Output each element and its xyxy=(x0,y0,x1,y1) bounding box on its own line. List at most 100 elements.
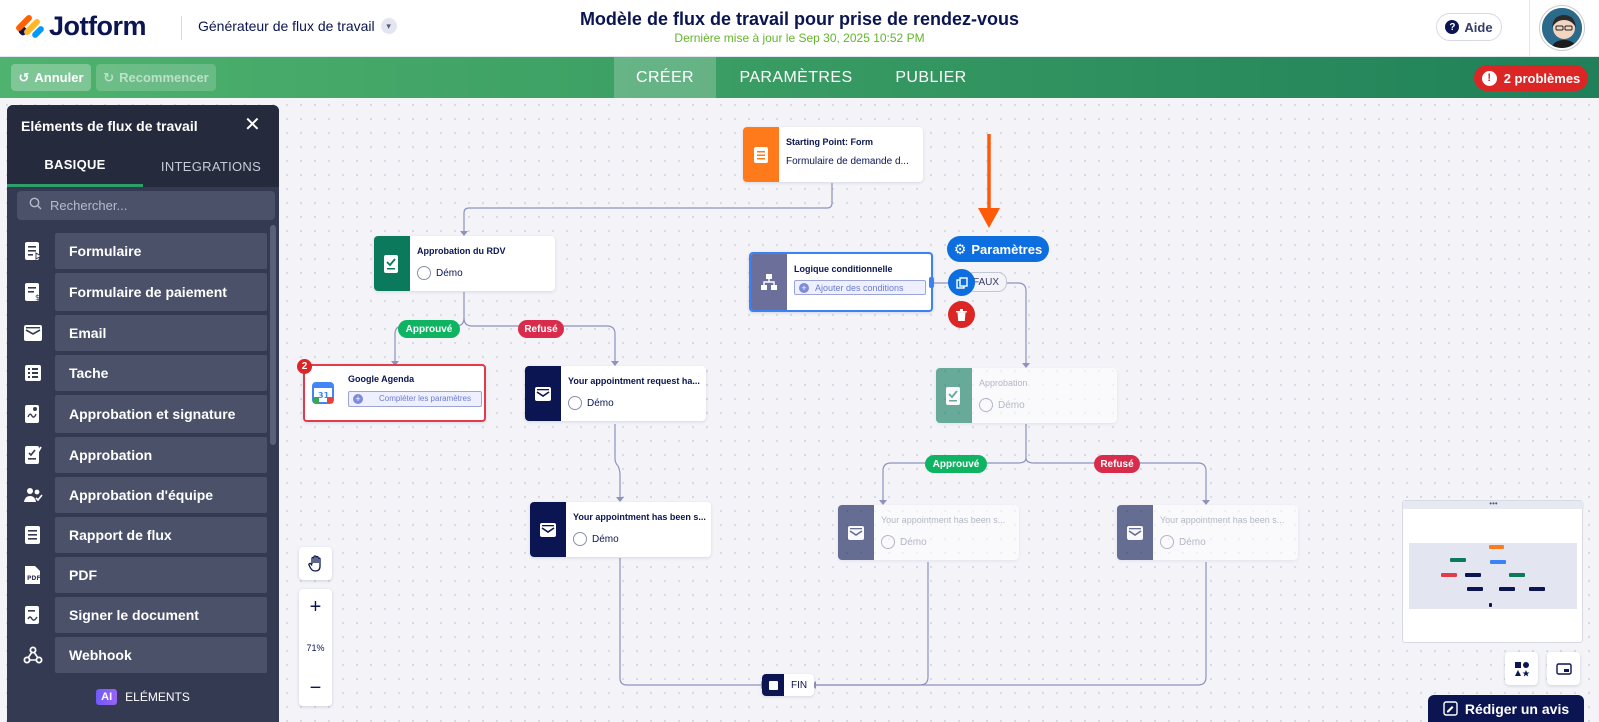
panel-item-task[interactable]: Tache xyxy=(17,355,267,391)
refused-branch-label: Refusé xyxy=(518,320,564,338)
assignee-name: Démo xyxy=(900,536,927,548)
app-switcher[interactable]: Générateur de flux de travail ▾ xyxy=(198,18,397,34)
connection-handle[interactable] xyxy=(929,277,934,288)
panel-item-approval[interactable]: Approbation xyxy=(17,437,267,473)
svg-text:$: $ xyxy=(35,293,40,302)
review-icon xyxy=(1443,701,1458,716)
complete-settings-label: Compléter les paramètres xyxy=(378,394,472,403)
pan-tool-button[interactable] xyxy=(299,547,332,580)
webhook-icon xyxy=(17,637,49,673)
panel-item-payment-form[interactable]: $ Formulaire de paiement xyxy=(17,273,267,311)
node-email-request[interactable]: Your appointment request ha... Démo xyxy=(525,366,706,421)
user-avatar-icon xyxy=(979,398,993,412)
minimap[interactable]: ••• xyxy=(1402,500,1584,643)
minimap-node xyxy=(1490,560,1506,564)
node-title: Approbation du RDV xyxy=(417,246,506,256)
complete-settings-button[interactable]: + Compléter les paramètres xyxy=(348,391,482,407)
orange-arrow-annotation xyxy=(978,134,1000,228)
panel-item-pdf[interactable]: PDF PDF xyxy=(17,557,267,593)
undo-button[interactable]: ↺ Annuler xyxy=(11,64,91,91)
flow-report-icon xyxy=(17,517,49,553)
assignee-name: Démo xyxy=(998,399,1025,411)
plus-icon: + xyxy=(353,394,363,404)
delete-button[interactable] xyxy=(948,301,975,328)
node-rdv-approval[interactable]: Approbation du RDV Démo xyxy=(374,236,555,291)
node-assignee: Démo xyxy=(573,532,706,546)
user-avatar-icon xyxy=(1160,535,1174,549)
node-subtitle: Formulaire de demande d... xyxy=(786,156,909,167)
panel-item-webhook[interactable]: Webhook xyxy=(17,637,267,673)
tab-publish[interactable]: PUBLIER xyxy=(895,68,967,86)
approval-signature-icon xyxy=(17,396,49,432)
zoom-level: 71% xyxy=(306,642,325,653)
tab-integrations[interactable]: INTEGRATIONS xyxy=(160,158,262,174)
zoom-in-button[interactable]: + xyxy=(309,596,322,618)
node-start-form[interactable]: Starting Point: Form Formulaire de deman… xyxy=(743,127,923,182)
settings-button[interactable]: ⚙ Paramètres xyxy=(947,236,1049,262)
help-button[interactable]: ? Aide xyxy=(1436,13,1502,41)
node-conditional-logic[interactable]: Logique conditionnelle +Ajouter des cond… xyxy=(749,252,933,312)
node-assignee: Démo xyxy=(417,266,549,280)
panel-item-form[interactable]: Formulaire xyxy=(17,233,267,269)
approval-icon xyxy=(936,368,972,423)
elements-toggle-button[interactable] xyxy=(1505,652,1538,685)
node-google-calendar[interactable]: 31 Google Agenda +Compléter les paramètr… xyxy=(303,364,486,422)
node-title: Approbation xyxy=(979,378,1028,388)
minimap-viewport[interactable] xyxy=(1409,543,1577,609)
node-title: Your appointment has been s... xyxy=(1160,515,1285,525)
node-title: Starting Point: Form xyxy=(786,137,873,147)
node-assignee: Démo xyxy=(979,398,1111,412)
top-header: Jotform Générateur de flux de travail ▾ … xyxy=(0,0,1599,57)
zoom-out-button[interactable]: − xyxy=(309,677,322,699)
tab-settings[interactable]: PARAMÈTRES xyxy=(739,68,853,86)
email-icon xyxy=(525,366,561,421)
node-email-confirmed[interactable]: Your appointment has been s... Démo xyxy=(530,502,711,557)
jotform-logo[interactable]: Jotform xyxy=(14,11,147,42)
tab-basic[interactable]: BASIQUE xyxy=(7,145,143,187)
minimap-toggle-button[interactable] xyxy=(1547,652,1580,685)
node-approval[interactable]: Approbation Démo xyxy=(936,368,1117,423)
email-icon xyxy=(17,315,49,351)
approved-branch-label: Approuvé xyxy=(398,320,460,338)
ai-elements-button[interactable]: AI ELÉMENTS xyxy=(7,682,279,712)
question-icon: ? xyxy=(1445,20,1460,34)
tab-create[interactable]: CRÉER xyxy=(614,57,716,98)
assignee-name: Démo xyxy=(587,397,614,409)
user-avatar-icon xyxy=(417,266,431,280)
branch-icon xyxy=(751,254,787,310)
node-assignee: Démo xyxy=(568,396,700,410)
duplicate-button[interactable] xyxy=(948,269,975,296)
node-assignee: Démo xyxy=(881,535,1013,549)
write-review-button[interactable]: Rédiger un avis xyxy=(1428,695,1584,722)
google-calendar-icon: 31 xyxy=(305,366,341,420)
panel-item-email[interactable]: Email xyxy=(17,315,267,351)
header-divider xyxy=(181,16,182,40)
panel-item-sign-document[interactable]: Signer le document xyxy=(17,597,267,633)
search-box[interactable] xyxy=(17,191,275,220)
undo-label: Annuler xyxy=(34,70,84,85)
assignee-name: Démo xyxy=(592,533,619,545)
redo-icon: ↻ xyxy=(103,69,115,85)
approval-icon xyxy=(17,437,49,473)
panel-item-flow-report[interactable]: Rapport de flux xyxy=(17,517,267,553)
search-input[interactable] xyxy=(50,198,260,213)
panel-scrollbar[interactable] xyxy=(270,225,276,445)
redo-label: Recommencer xyxy=(119,70,209,85)
node-email-refused[interactable]: Your appointment has been s... Démo xyxy=(1117,505,1298,560)
add-conditions-button[interactable]: +Ajouter des conditions xyxy=(794,280,926,295)
page-title: Modèle de flux de travail pour prise de … xyxy=(579,9,1020,29)
panel-item-approval-signature[interactable]: Approbation et signature xyxy=(17,395,267,433)
app-name-label: Générateur de flux de travail xyxy=(198,18,375,34)
close-icon[interactable]: ✕ xyxy=(244,114,261,136)
task-icon xyxy=(17,355,49,391)
node-email-approved[interactable]: Your appointment has been s... Démo xyxy=(838,505,1019,560)
minimap-node xyxy=(1441,573,1457,577)
minimap-handle[interactable]: ••• xyxy=(1403,500,1584,509)
problems-badge[interactable]: ! 2 problèmes xyxy=(1474,65,1588,91)
avatar[interactable] xyxy=(1540,6,1584,50)
minimap-node xyxy=(1489,603,1492,607)
node-end[interactable]: FIN xyxy=(762,674,814,696)
panel-item-team-approval[interactable]: Approbation d'équipe xyxy=(17,477,267,513)
redo-button[interactable]: ↻ Recommencer xyxy=(96,64,216,91)
minimap-node xyxy=(1465,573,1481,577)
